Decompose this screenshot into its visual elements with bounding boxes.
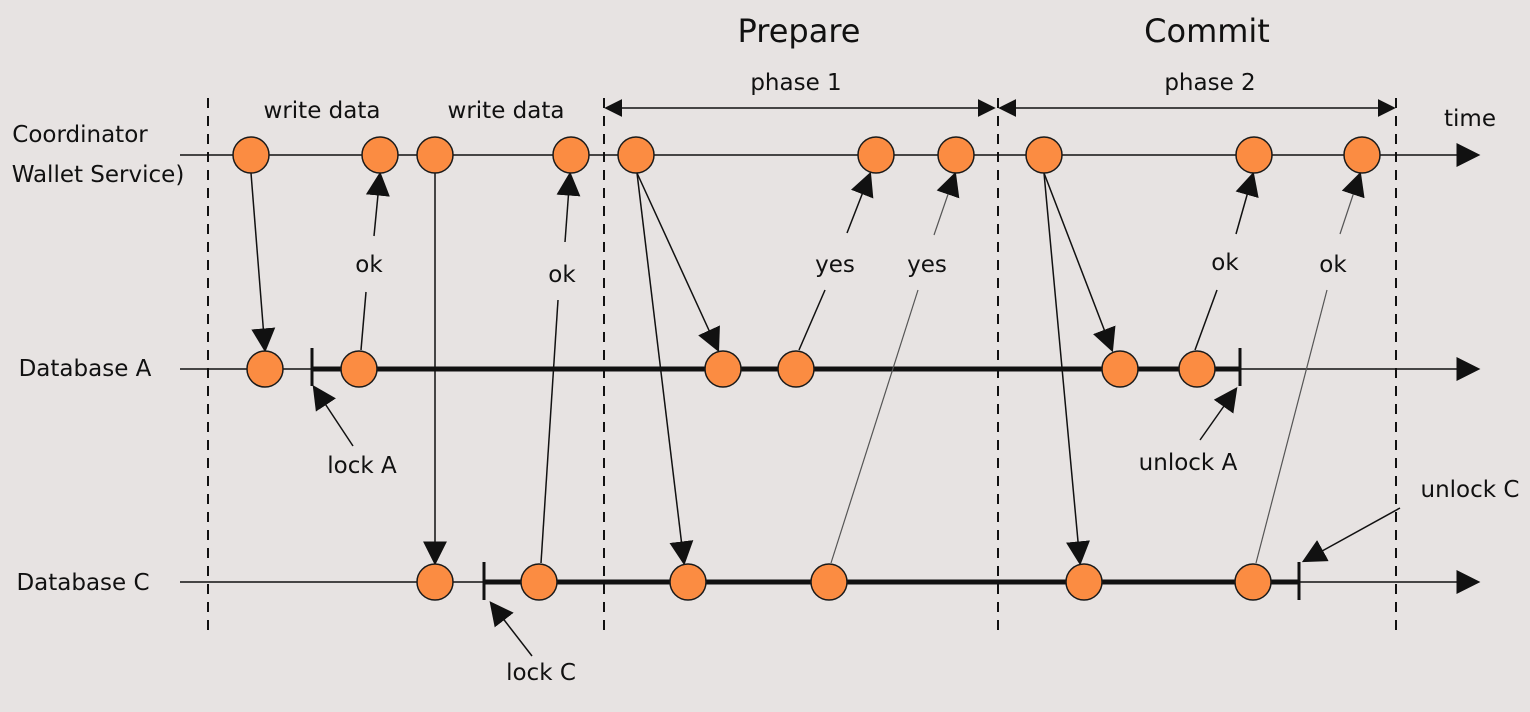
event-dot <box>1065 563 1103 601</box>
write-data-label-1: write data <box>264 98 381 124</box>
lock-c-label: lock C <box>506 660 576 686</box>
lane-label-database-c: Database C <box>16 570 149 596</box>
event-dot <box>704 350 742 388</box>
ok-reply-c2-upper <box>1339 171 1365 235</box>
prepare-msg-to-c <box>636 172 694 566</box>
write-msg-to-a <box>250 172 276 353</box>
event-dot <box>1235 136 1273 174</box>
event-dot <box>1343 136 1381 174</box>
commit-msg-to-a <box>1043 172 1116 353</box>
unlock-a-pointer <box>1199 387 1238 441</box>
commit-subtitle: phase 2 <box>1164 70 1255 96</box>
event-dot <box>777 350 815 388</box>
yes-reply-a-upper <box>846 171 874 234</box>
unlock-a-label: unlock A <box>1139 450 1238 476</box>
ok-reply-a-lower <box>360 291 367 351</box>
event-dot <box>361 136 399 174</box>
event-dot <box>552 136 590 174</box>
yes-label-2: yes <box>907 252 947 278</box>
ok-label-1: ok <box>355 252 383 278</box>
ok-label-2: ok <box>548 262 576 288</box>
unlock-c-label: unlock C <box>1421 477 1520 503</box>
yes-reply-a-lower <box>798 289 826 351</box>
event-dot <box>617 136 655 174</box>
event-dot <box>340 350 378 388</box>
ok-reply-c-upper <box>556 171 581 243</box>
ok-reply-c2-lower <box>1255 289 1328 564</box>
event-dot <box>246 350 284 388</box>
event-dot <box>1101 350 1139 388</box>
ok-reply-a2-upper <box>1235 171 1259 235</box>
ok-reply-a2-lower <box>1194 289 1218 351</box>
lock-a-pointer <box>312 384 354 447</box>
prepare-subtitle: phase 1 <box>750 70 841 96</box>
commit-msg-to-c <box>1043 172 1090 566</box>
event-dot <box>232 136 270 174</box>
event-dot <box>416 563 454 601</box>
lock-a-label: lock A <box>327 453 397 479</box>
time-label: time <box>1444 106 1496 132</box>
event-dot <box>520 563 558 601</box>
ok-reply-c-lower <box>540 299 559 564</box>
event-dot <box>1234 563 1272 601</box>
event-dot <box>416 136 454 174</box>
event-dot <box>857 136 895 174</box>
event-dot <box>669 563 707 601</box>
event-dot <box>937 136 975 174</box>
yes-label-1: yes <box>815 252 855 278</box>
yes-reply-c-upper <box>933 171 960 236</box>
lane-label-coordinator: Coordinator <box>12 122 148 148</box>
yes-reply-c-lower <box>830 289 919 564</box>
lock-c-pointer <box>489 601 533 657</box>
commit-title: Commit <box>1144 12 1270 50</box>
event-dot <box>810 563 848 601</box>
lane-label-database-a: Database A <box>19 356 152 382</box>
ok-reply-a-upper <box>365 171 390 237</box>
event-dot <box>1025 136 1063 174</box>
event-dot <box>1178 350 1216 388</box>
ok-label-3: ok <box>1211 250 1239 276</box>
unlock-c-pointer <box>1301 507 1401 563</box>
prepare-title: Prepare <box>738 12 861 50</box>
ok-label-4: ok <box>1319 252 1347 278</box>
write-data-label-2: write data <box>448 98 565 124</box>
lane-label-wallet-service: Wallet Service) <box>12 162 185 188</box>
prepare-msg-to-a <box>636 172 720 353</box>
